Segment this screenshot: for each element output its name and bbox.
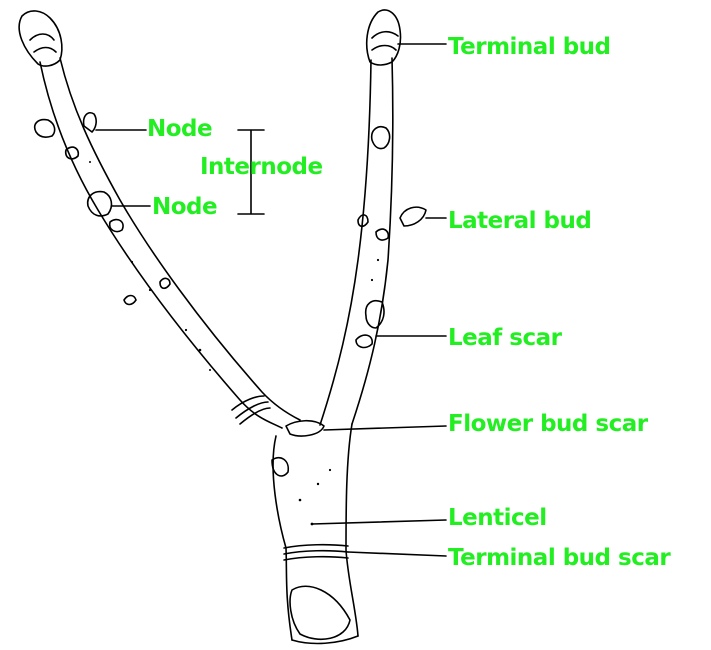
left-leaf-scar-2 (110, 220, 123, 232)
label-node-top: Node (147, 116, 212, 142)
left-leaf-scar-1 (66, 147, 79, 159)
lenticel-dots (89, 161, 379, 525)
trunk-outline-left (273, 436, 292, 640)
left-branch-outline-inner (60, 58, 300, 420)
label-terminal-bud-scar: Terminal bud scar (448, 545, 670, 571)
left-lateral-bud-1 (35, 120, 55, 138)
label-leaf-scar: Leaf scar (448, 325, 561, 351)
right-branch-outline (320, 60, 371, 425)
right-branch-outline-inner (352, 58, 393, 424)
right-lateral-bud-2 (400, 207, 426, 226)
left-lateral-bud-2 (84, 113, 97, 132)
label-node-bottom: Node (152, 194, 217, 220)
terminal-bud-scar-ring-2 (284, 551, 348, 554)
flower-bud-scar-mark (286, 421, 324, 436)
left-terminal-bud-scale (30, 34, 54, 40)
left-terminal-bud-scale-2 (34, 48, 56, 53)
terminal-bud-scar-ring-1 (284, 545, 348, 548)
terminal-bud-scar-ring-3 (284, 557, 348, 560)
leader-lenticel (312, 520, 446, 524)
label-internode: Internode (200, 154, 323, 180)
right-leaf-scar-1 (356, 335, 372, 347)
right-lateral-bud-1 (372, 127, 390, 149)
cut-end (290, 586, 350, 639)
left-lateral-bud-5 (160, 278, 170, 288)
left-ring-scar-3 (240, 408, 270, 424)
trunk-leaf-scar (272, 458, 288, 476)
label-terminal-bud: Terminal bud (448, 34, 611, 60)
right-terminal-bud-scale-2 (372, 46, 396, 51)
trunk-outline-right (346, 424, 358, 636)
label-lateral-bud: Lateral bud (448, 208, 591, 234)
label-flower-bud-scar: Flower bud scar (448, 411, 648, 437)
right-terminal-bud-scale (372, 32, 398, 38)
leader-terminal-bud-scar (348, 552, 446, 556)
left-terminal-bud (19, 11, 62, 66)
right-leaf-scar-2 (376, 229, 388, 240)
label-lenticel: Lenticel (448, 505, 547, 531)
leader-flower-bud-scar (324, 426, 446, 430)
left-lateral-bud-4 (124, 296, 136, 305)
